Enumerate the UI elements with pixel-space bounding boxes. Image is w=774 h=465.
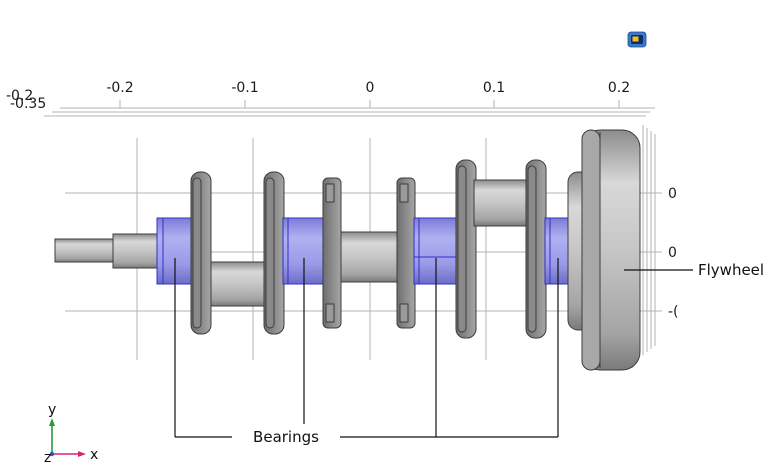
crank-web-1 [190, 171, 212, 335]
corner-tick-label: -0.2 [6, 88, 33, 104]
corner-tick-label: -0.35 [10, 96, 46, 112]
comsol-graphics-window-icon[interactable] [627, 31, 647, 48]
x-tick-label: 0.1 [483, 80, 505, 96]
flywheel-label: Flywheel [698, 261, 764, 279]
crank-web-4 [396, 177, 416, 329]
crank-web-3 [322, 177, 342, 329]
x-tick-label: 0.2 [608, 80, 630, 96]
bearings-callout: Bearings [174, 258, 559, 446]
crank-pin-2 [473, 179, 529, 227]
coordinate-triad: y x z [44, 402, 98, 465]
crank-pin-1 [210, 261, 267, 307]
crankshaft[interactable] [54, 129, 641, 371]
x-tick-label: -0.2 [106, 80, 133, 96]
x-tick-label: 0 [366, 80, 375, 96]
main-journal-center [340, 231, 399, 283]
x-tick-labels: -0.2 -0.1 0 0.1 0.2 -0.2 -0.35 [6, 80, 630, 112]
bearing-3[interactable] [413, 217, 457, 285]
z-tick-label: 0 [668, 245, 677, 261]
crank-web-5 [455, 159, 477, 339]
shaft-step [112, 233, 160, 269]
z-tick-label: 0 [668, 186, 677, 202]
crank-web-6 [525, 159, 547, 339]
bearing-2[interactable] [282, 217, 324, 285]
flywheel-callout: Flywheel [624, 261, 764, 279]
z-tick-label: -( [668, 304, 679, 320]
triad-z-label: z [44, 450, 51, 465]
x-tick-label: -0.1 [231, 80, 258, 96]
z-tick-labels: 0 0 -( [668, 186, 679, 320]
flywheel[interactable] [581, 129, 641, 371]
triad-x-label: x [90, 447, 98, 463]
triad-y-label: y [48, 402, 56, 418]
crank-web-2 [263, 171, 285, 335]
shaft-nose [54, 238, 116, 263]
bearings-label: Bearings [253, 428, 319, 446]
